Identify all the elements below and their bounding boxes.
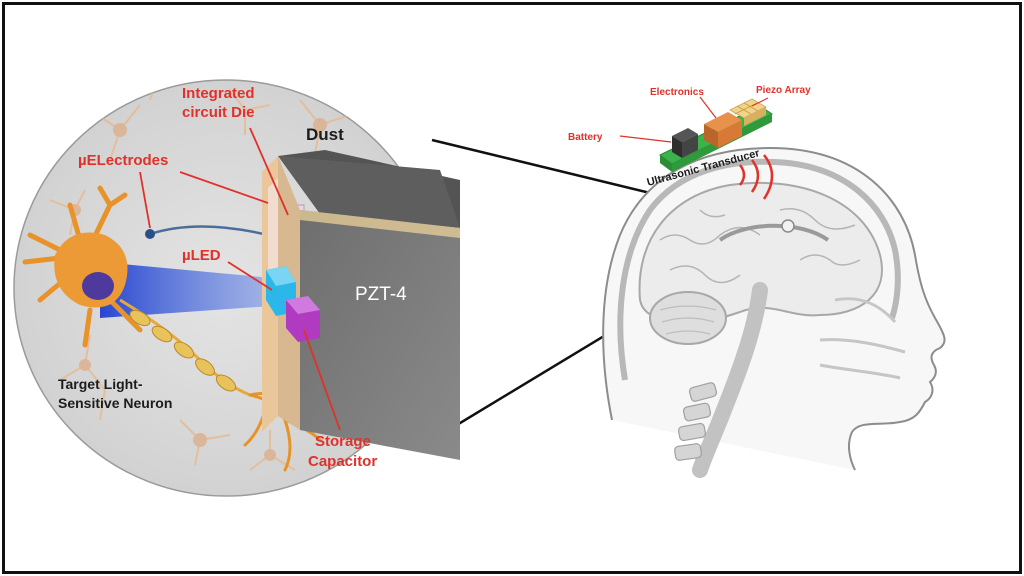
leader-electronics	[699, 96, 717, 119]
leader-electrode-left	[139, 171, 151, 229]
electronics-block	[704, 112, 742, 148]
leader-die	[249, 127, 289, 216]
label-capacitor-line1: Storage	[315, 433, 371, 450]
ultrasonic-transducer	[619, 96, 773, 172]
label-die-line2: circuit Die	[182, 104, 255, 121]
label-led: µLED	[182, 247, 221, 264]
battery-block	[672, 128, 698, 158]
label-pzt: PZT-4	[355, 284, 407, 305]
ultrasonic-waves	[738, 154, 774, 200]
leader-battery	[619, 135, 672, 143]
head-cross-section	[602, 146, 946, 478]
label-capacitor-line2: Capacitor	[308, 453, 377, 470]
vertebrae	[674, 382, 718, 461]
implant-site	[781, 219, 795, 233]
label-neuron-line1: Target Light-	[58, 376, 143, 392]
label-electrodes: µELectrodes	[78, 152, 168, 169]
electrode-wire	[149, 225, 273, 238]
label-piezo-array: Piezo Array	[756, 85, 811, 96]
label-die-line1: Integrated	[182, 85, 255, 102]
leader-electrode-right	[179, 171, 269, 204]
label-neuron-line2: Sensitive Neuron	[58, 395, 172, 411]
dust-mote	[262, 150, 460, 460]
zoom-circle: Integrated circuit Die Dust µELectrodes …	[13, 79, 460, 497]
label-battery: Battery	[568, 132, 603, 143]
leader-piezo	[751, 97, 769, 107]
light-beam	[100, 262, 272, 318]
leader-led	[227, 261, 273, 291]
label-electronics: Electronics	[650, 87, 704, 98]
leader-capacitor	[303, 329, 341, 431]
label-dust: Dust	[306, 125, 344, 144]
electrode-tip-left	[145, 229, 155, 239]
